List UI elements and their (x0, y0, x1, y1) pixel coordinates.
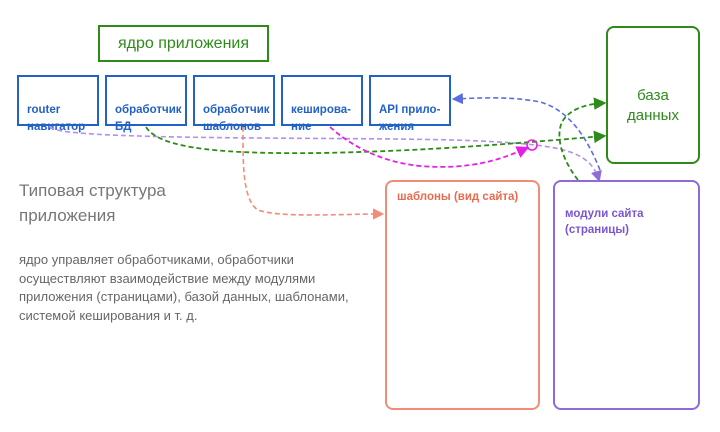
module-template-handler: обработчик шаблонов (193, 75, 275, 133)
module-cache-label: кеширова- ние (291, 104, 351, 133)
cache-junction-node (526, 139, 538, 151)
database-label: база данных (627, 87, 679, 124)
module-template-handler-label: обработчик шаблонов (203, 104, 270, 133)
module-api-label: API прило- жения (379, 104, 441, 133)
core-label: ядро приложения (117, 34, 249, 52)
link-pages-to-database (558, 97, 607, 181)
module-router-label: router навигатор (27, 104, 86, 133)
database-box: база данных (606, 26, 700, 164)
module-router: router навигатор (17, 75, 99, 133)
link-router-to-pages (49, 126, 602, 183)
pages-box: модули сайта (страницы) (553, 180, 700, 410)
link-template-handler-to-templates (242, 126, 385, 220)
link-cache-to-junction (329, 126, 530, 168)
module-api: API прило- жения (369, 75, 451, 133)
diagram-heading: Типовая структура приложения (19, 181, 166, 225)
pages-label: модули сайта (страницы) (565, 208, 644, 236)
module-db-handler-label: обработчик БД (115, 104, 182, 133)
core-box: ядро приложения (98, 25, 269, 62)
templates-box: шаблоны (вид сайта) (385, 180, 540, 410)
module-db-handler: обработчик БД (105, 75, 187, 133)
diagram-description: ядро управляет обработчиками, обработчик… (19, 252, 349, 323)
templates-label: шаблоны (вид сайта) (397, 191, 519, 203)
link-pages-to-api (451, 93, 601, 171)
module-cache: кеширова- ние (281, 75, 363, 133)
